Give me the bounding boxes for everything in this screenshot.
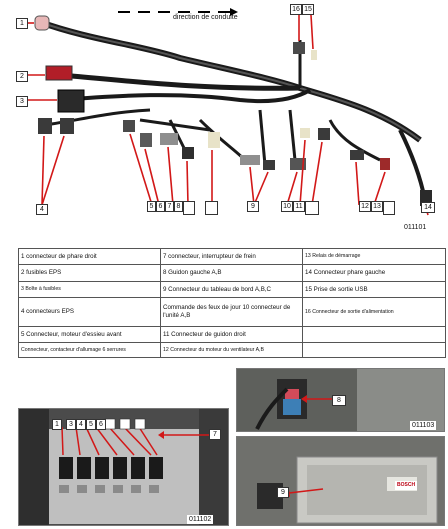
callout-13: 13 — [371, 201, 383, 212]
callout-blank-d — [383, 201, 395, 215]
connector-label-8: 8 — [332, 395, 346, 406]
legend-cell: 12 Connecteur du moteur du ventilateur A… — [160, 342, 303, 358]
legend-cell: 5 Connecteur, moteur d'essieu avant — [18, 325, 161, 344]
diagram-image-code: 011101 — [404, 224, 427, 231]
legend-row: 2 fusibles EPS 8 Guidon gauche A,B 14 Co… — [18, 264, 446, 282]
callout-5: 5 — [147, 201, 156, 212]
legend-cell: 3 Boîte à fusibles — [18, 280, 161, 299]
callout-16: 16 — [290, 4, 302, 15]
callout-blank-c — [305, 201, 319, 215]
legend-row: 4 connecteurs EPS Commande des feux de j… — [18, 297, 446, 327]
callout-14: 14 — [421, 202, 435, 213]
fusebox-photo: 1 3 4 5 6 7 011102 — [18, 408, 229, 526]
legend-cell: 16 Connecteur de sortie d'alimentation — [302, 297, 446, 327]
legend-cell: 2 fusibles EPS — [18, 264, 161, 282]
legend-cell: 4 connecteurs EPS — [18, 297, 161, 327]
legend-cell: 15 Prise de sortie USB — [302, 280, 446, 299]
module-brand-text: BOSCH — [395, 481, 418, 490]
callout-6: 6 — [156, 201, 165, 212]
legend-cell: 9 Connecteur du tableau de bord A,B,C — [160, 280, 303, 299]
callout-11: 11 — [293, 201, 305, 212]
direction-label: direction de conduite — [173, 14, 238, 21]
callout-12: 12 — [359, 201, 371, 212]
callout-7: 7 — [165, 201, 174, 212]
wiring-harness-diagram: direction de conduite 1 2 3 4 5 6 7 8 9 … — [0, 0, 448, 238]
fusebox-label-4: 4 — [76, 419, 86, 430]
legend-cell: Connecteur, contacteur d'allumage 6 serr… — [18, 342, 161, 358]
fusebox-label-5: 5 — [86, 419, 96, 430]
callout-9: 9 — [247, 201, 259, 212]
fusebox-label-3: 3 — [66, 419, 76, 430]
legend-cell: 13 Relais de démarrage — [302, 247, 446, 266]
fusebox-label-6: 6 — [96, 419, 106, 430]
legend-cell — [302, 325, 446, 344]
legend-cell: Commande des feux de jour 10 connecteur … — [160, 297, 303, 327]
legend-cell: 14 Connecteur phare gauche — [302, 264, 446, 282]
harness-drawing — [22, 8, 432, 216]
legend-row: 3 Boîte à fusibles 9 Connecteur du table… — [18, 280, 446, 299]
callout-15: 15 — [302, 4, 314, 15]
module-photo: 9 BOSCH — [236, 436, 445, 526]
legend-row: 5 Connecteur, moteur d'essieu avant 11 C… — [18, 325, 446, 344]
legend-cell — [302, 342, 446, 358]
fusebox-image-code: 011102 — [187, 515, 214, 524]
callout-blank-a — [183, 201, 195, 215]
connector-photo: 8 011103 — [236, 368, 445, 432]
legend-cell: 8 Guidon gauche A,B — [160, 264, 303, 282]
module-label-9: 9 — [277, 487, 289, 498]
callout-1: 1 — [16, 18, 28, 29]
callout-2: 2 — [16, 71, 28, 82]
callout-3: 3 — [16, 96, 28, 107]
callout-10: 10 — [281, 201, 293, 212]
legend-cell: 7 connecteur, interrupteur de frein — [160, 247, 303, 266]
legend-cell: 11 Connecteur de guidon droit — [160, 325, 303, 344]
legend-table: 1 connecteur de phare droit 7 connecteur… — [18, 247, 446, 358]
legend-row: 1 connecteur de phare droit 7 connecteur… — [18, 247, 446, 266]
legend-cell: 1 connecteur de phare droit — [18, 247, 161, 266]
callout-8: 8 — [174, 201, 183, 212]
fusebox-label-7: 7 — [209, 429, 221, 440]
connector-image-code: 011103 — [410, 421, 437, 430]
fusebox-label-1: 1 — [52, 419, 62, 430]
callout-blank-b — [205, 201, 218, 215]
legend-row: Connecteur, contacteur d'allumage 6 serr… — [18, 342, 446, 358]
callout-4: 4 — [36, 204, 48, 215]
